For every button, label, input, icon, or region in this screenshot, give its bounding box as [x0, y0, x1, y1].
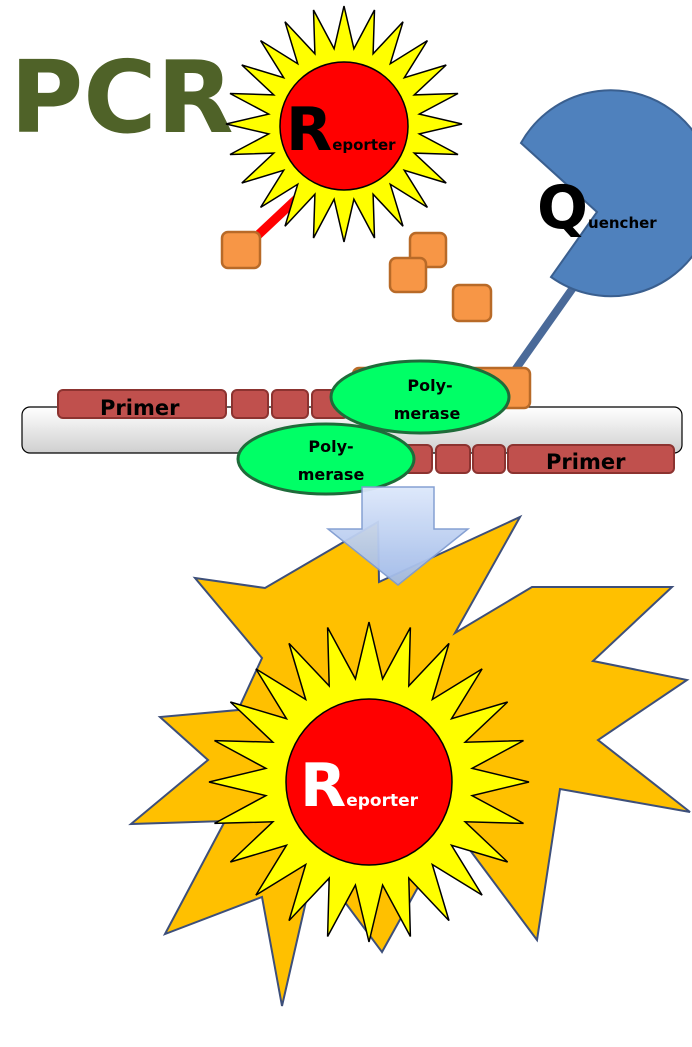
free-nucleotides — [220, 230, 493, 323]
reporter-top-label: Reporter — [286, 95, 396, 165]
reporter-bottom: Reporter — [208, 621, 530, 943]
primer-right-bar — [507, 444, 675, 474]
reporter-circle-bottom — [285, 698, 453, 866]
polymerase-upper-line2: merase — [394, 404, 461, 423]
nucleotide — [220, 230, 262, 270]
quencher-shape — [519, 89, 692, 298]
extension-block — [271, 389, 309, 419]
reporter-circle-top — [279, 61, 409, 191]
polymerase-ellipse-lower — [236, 422, 416, 496]
quencher-label: Quencher — [537, 173, 657, 243]
down-arrow — [325, 486, 471, 586]
quencher-initial: Q — [537, 173, 588, 243]
polymerase-lower-line1: Poly- — [308, 437, 353, 456]
extension-block — [231, 389, 269, 419]
primer-left-label: Primer — [100, 396, 180, 420]
polymerase-upper: Poly- merase — [329, 359, 511, 435]
nucleotide — [388, 256, 428, 294]
primer-left-bar — [57, 389, 227, 419]
polymerase-lower: Poly- merase — [236, 422, 416, 496]
pcr-title: PCR — [10, 39, 234, 156]
polymerase-ellipse-upper — [329, 359, 511, 435]
polymerase-lower-line2: merase — [298, 465, 365, 484]
reporter-bottom-label: Reporter — [300, 751, 419, 821]
reporter-bottom-rest: eporter — [346, 791, 418, 811]
extension-block — [435, 444, 471, 474]
reporter-bottom-initial: R — [300, 751, 346, 821]
primer-lower — [397, 444, 675, 474]
nucleotide — [451, 283, 493, 323]
primer-right-label: Primer — [546, 450, 626, 474]
reporter-top-rest: eporter — [332, 136, 396, 154]
reporter-top-initial: R — [286, 95, 332, 165]
quencher-rest: uencher — [588, 214, 657, 232]
extension-block — [472, 444, 506, 474]
reporter-top: Reporter — [225, 5, 463, 243]
polymerase-upper-line1: Poly- — [407, 376, 452, 395]
